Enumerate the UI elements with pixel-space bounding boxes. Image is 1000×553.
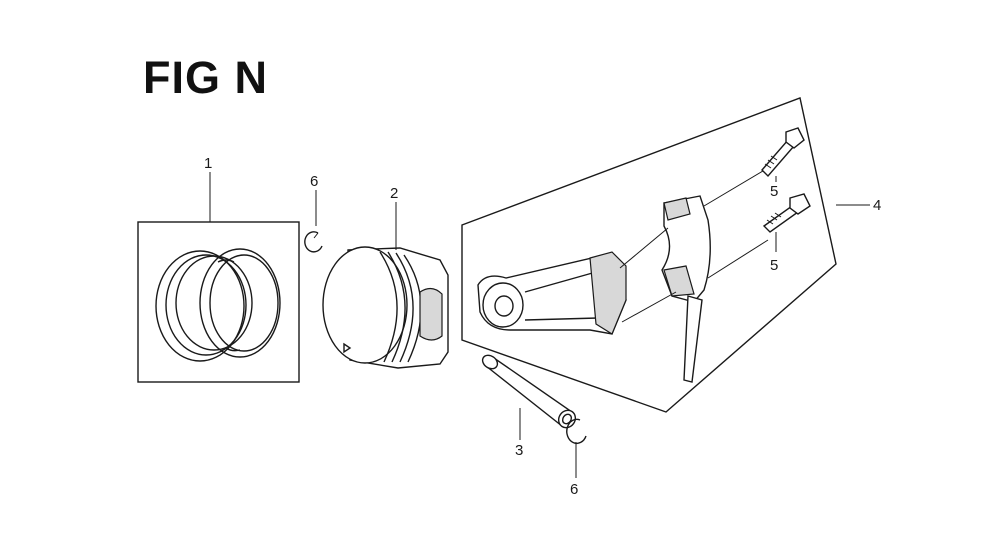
piston-pin[interactable]	[480, 352, 579, 430]
callout-1: 1	[204, 155, 212, 172]
piston-pin-boss	[419, 287, 443, 341]
figure-title: FIG N	[143, 52, 268, 103]
callout-4: 4	[873, 197, 881, 214]
connecting-rod-assembly-box	[461, 97, 837, 413]
circlip-icon	[566, 418, 587, 445]
oil-dipper	[683, 295, 703, 383]
callout-6-upper: 6	[310, 173, 318, 190]
callout-5-lower: 5	[770, 257, 778, 274]
rod-bolt-upper[interactable]	[761, 127, 805, 178]
ring-set-box	[137, 221, 300, 383]
pin-clip-lower[interactable]	[566, 418, 587, 445]
callout-2: 2	[390, 185, 398, 202]
callout-6-lower: 6	[570, 481, 578, 498]
piston-ring-icon	[155, 248, 281, 362]
callout-3: 3	[515, 442, 523, 459]
callout-5-upper: 5	[770, 183, 778, 200]
rod-bolt-lower[interactable]	[762, 193, 811, 233]
pin-clip-upper[interactable]	[304, 231, 323, 253]
piston[interactable]	[322, 246, 449, 369]
circlip-icon	[304, 231, 323, 253]
connecting-rod[interactable]	[477, 251, 627, 335]
small-end-bore	[482, 282, 524, 328]
piston-ring-set[interactable]	[137, 221, 300, 383]
piston-crown	[322, 246, 408, 364]
big-end-half	[589, 251, 627, 335]
rod-cap[interactable]	[661, 195, 711, 383]
